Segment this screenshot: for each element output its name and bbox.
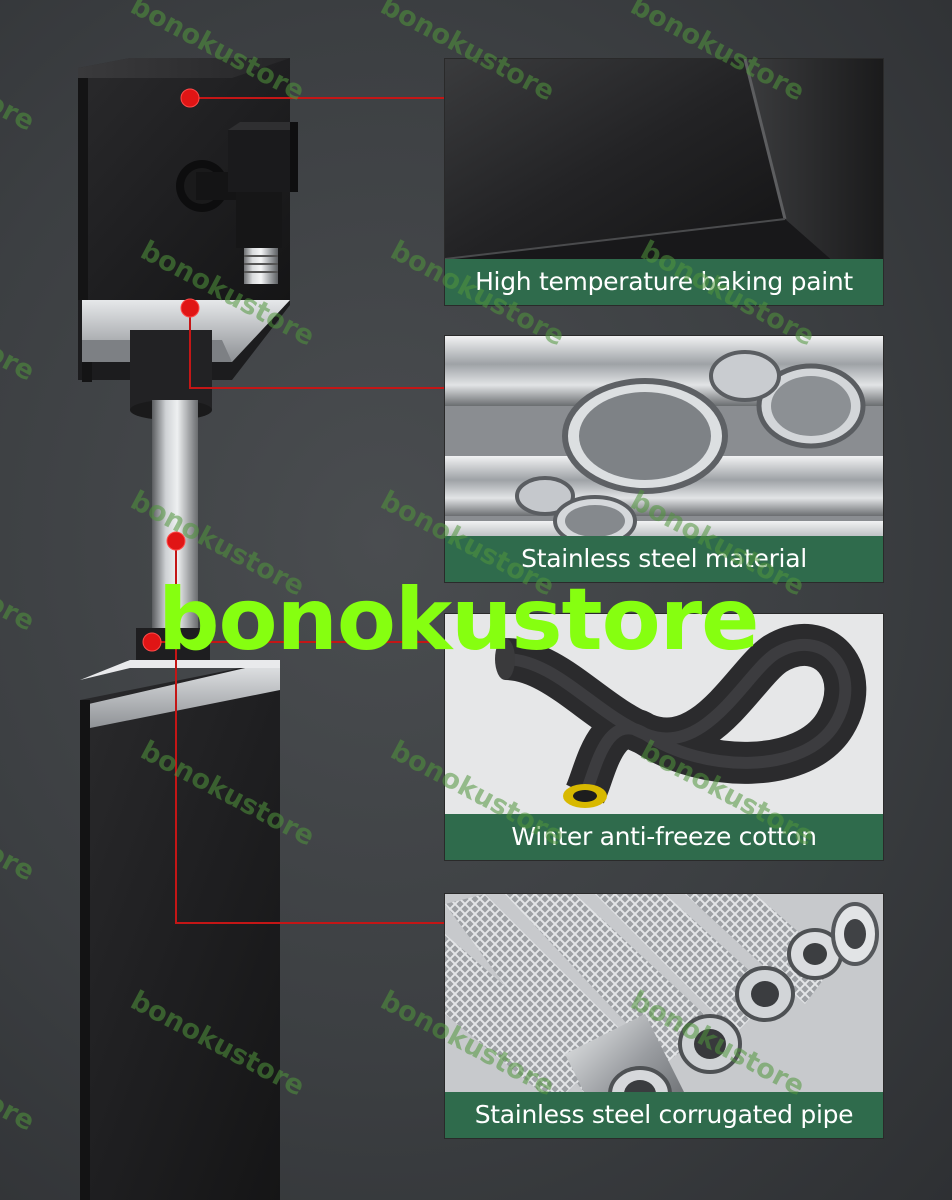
feature-panel-hose: Stainless steel corrugated pipe <box>444 893 884 1139</box>
steel-tubes-image <box>445 336 883 582</box>
feature-caption: High temperature baking paint <box>445 259 883 305</box>
feature-panel-insulation: Winter anti-freeze cotton <box>444 613 884 861</box>
feature-caption: Winter anti-freeze cotton <box>445 814 883 860</box>
feature-caption: Stainless steel corrugated pipe <box>445 1092 883 1138</box>
feature-caption: Stainless steel material <box>445 536 883 582</box>
feature-panel-paint: High temperature baking paint <box>444 58 884 306</box>
brand-title: bonokustore <box>158 570 759 670</box>
feature-panel-steel: Stainless steel material <box>444 335 884 583</box>
